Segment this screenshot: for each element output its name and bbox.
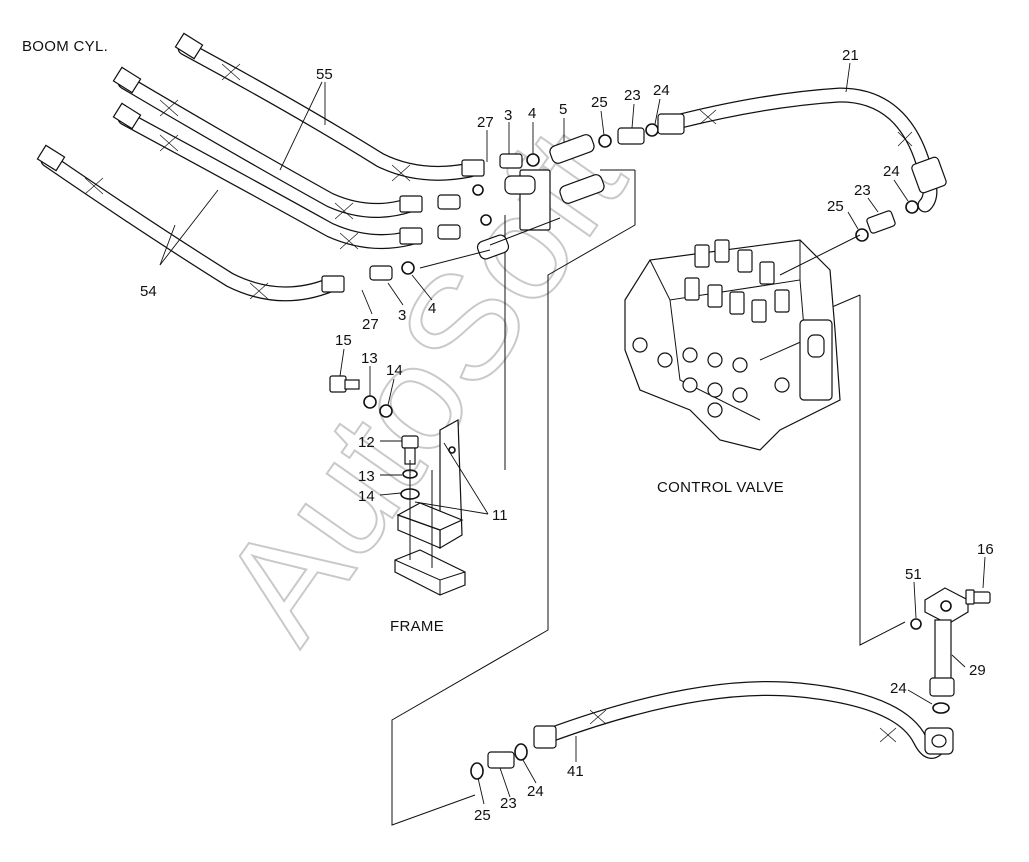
callout-23-lower: 23: [500, 795, 517, 812]
callout-29: 29: [969, 662, 986, 679]
callout-25-right: 25: [827, 198, 844, 215]
callout-4-upper: 4: [528, 105, 536, 122]
callout-51: 51: [905, 566, 922, 583]
hose-41: [470, 680, 954, 780]
callout-21: 21: [842, 47, 859, 64]
callout-labels: 55 54 27 3 4 5 25 23 24 21 24 23 25 27 3…: [140, 47, 994, 824]
callout-41: 41: [567, 763, 584, 780]
callout-23-upper: 23: [624, 87, 641, 104]
caption-control-valve: CONTROL VALVE: [657, 479, 784, 496]
callout-5: 5: [559, 101, 567, 118]
callout-14-lower: 14: [358, 488, 375, 505]
callout-4-lower: 4: [428, 300, 436, 317]
boom-hoses: [36, 32, 485, 302]
callout-24-lower-right: 24: [890, 680, 907, 697]
pipe-29: [910, 587, 991, 714]
callout-3-lower: 3: [398, 307, 406, 324]
callout-23-right: 23: [854, 182, 871, 199]
callout-25-lower: 25: [474, 807, 491, 824]
callout-24-right: 24: [883, 163, 900, 180]
callout-54: 54: [140, 283, 157, 300]
callout-55: 55: [316, 66, 333, 83]
caption-boom-cylinder: BOOM CYL.: [22, 38, 108, 55]
caption-frame: FRAME: [390, 618, 444, 635]
control-valve: [624, 234, 861, 451]
adapters-group: [369, 123, 659, 281]
callout-27-upper: 27: [477, 114, 494, 131]
callout-11: 11: [492, 507, 508, 524]
callout-15: 15: [335, 332, 352, 349]
callout-24-lower: 24: [527, 783, 544, 800]
callout-16: 16: [977, 541, 994, 558]
callout-25-upper: 25: [591, 94, 608, 111]
callout-12: 12: [358, 434, 375, 451]
callout-27-lower: 27: [362, 316, 379, 333]
frame-bracket: [329, 375, 466, 596]
callout-24-upper: 24: [653, 82, 670, 99]
callout-13-lower: 13: [358, 468, 375, 485]
callout-14-upper: 14: [386, 362, 403, 379]
hose-21: [657, 87, 947, 242]
callout-3-upper: 3: [504, 107, 512, 124]
leader-lines: [159, 62, 986, 805]
callout-13-upper: 13: [361, 350, 378, 367]
